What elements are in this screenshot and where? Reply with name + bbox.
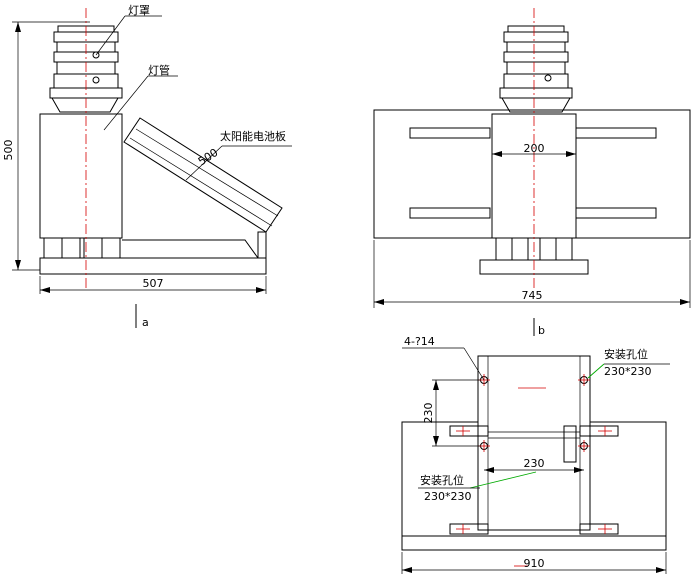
view-b-label: b — [538, 324, 545, 337]
plan-view: 4-?14 安装孔位 230*230 安装孔位 230*230 230 230 … — [401, 335, 670, 574]
view-a-label: a — [142, 316, 149, 329]
mount-hole-bottom-size: 230*230 — [424, 490, 472, 503]
lamp-pole-label: 灯管 — [148, 63, 170, 77]
mount-hole-top-size: 230*230 — [604, 365, 652, 378]
plan-base-width-dim: 910 — [524, 557, 545, 570]
front-column — [39, 113, 123, 239]
hole-spec-label: 4-?14 — [404, 335, 435, 348]
mounting-holes — [478, 374, 590, 452]
mount-hole-top-label: 安装孔位 — [604, 347, 648, 361]
plan-hole-vertical-dim: 230 — [422, 403, 435, 424]
plan-base-plate — [401, 535, 667, 551]
side-view: 200 745 b — [373, 8, 691, 337]
side-panel-width-dim: 745 — [522, 289, 543, 302]
front-view: 500 — [2, 4, 292, 329]
front-base-plate — [39, 257, 267, 275]
solar-panel-label: 太阳能电池板 — [220, 129, 286, 143]
mount-hole-bottom-label: 安装孔位 — [420, 473, 464, 487]
plan-hole-horizontal-dim: 230 — [524, 457, 545, 470]
front-base-width-dim: 507 — [143, 277, 164, 290]
side-lamp-head — [499, 25, 573, 113]
lamp-head-label: 灯罩 — [128, 4, 150, 17]
front-solar-panel — [123, 117, 283, 233]
plan-lamp-box — [477, 355, 591, 531]
panel-length-dim: 500 — [196, 146, 221, 168]
side-column-width-dim: 200 — [524, 142, 545, 155]
front-height-dim: 500 — [2, 140, 15, 161]
